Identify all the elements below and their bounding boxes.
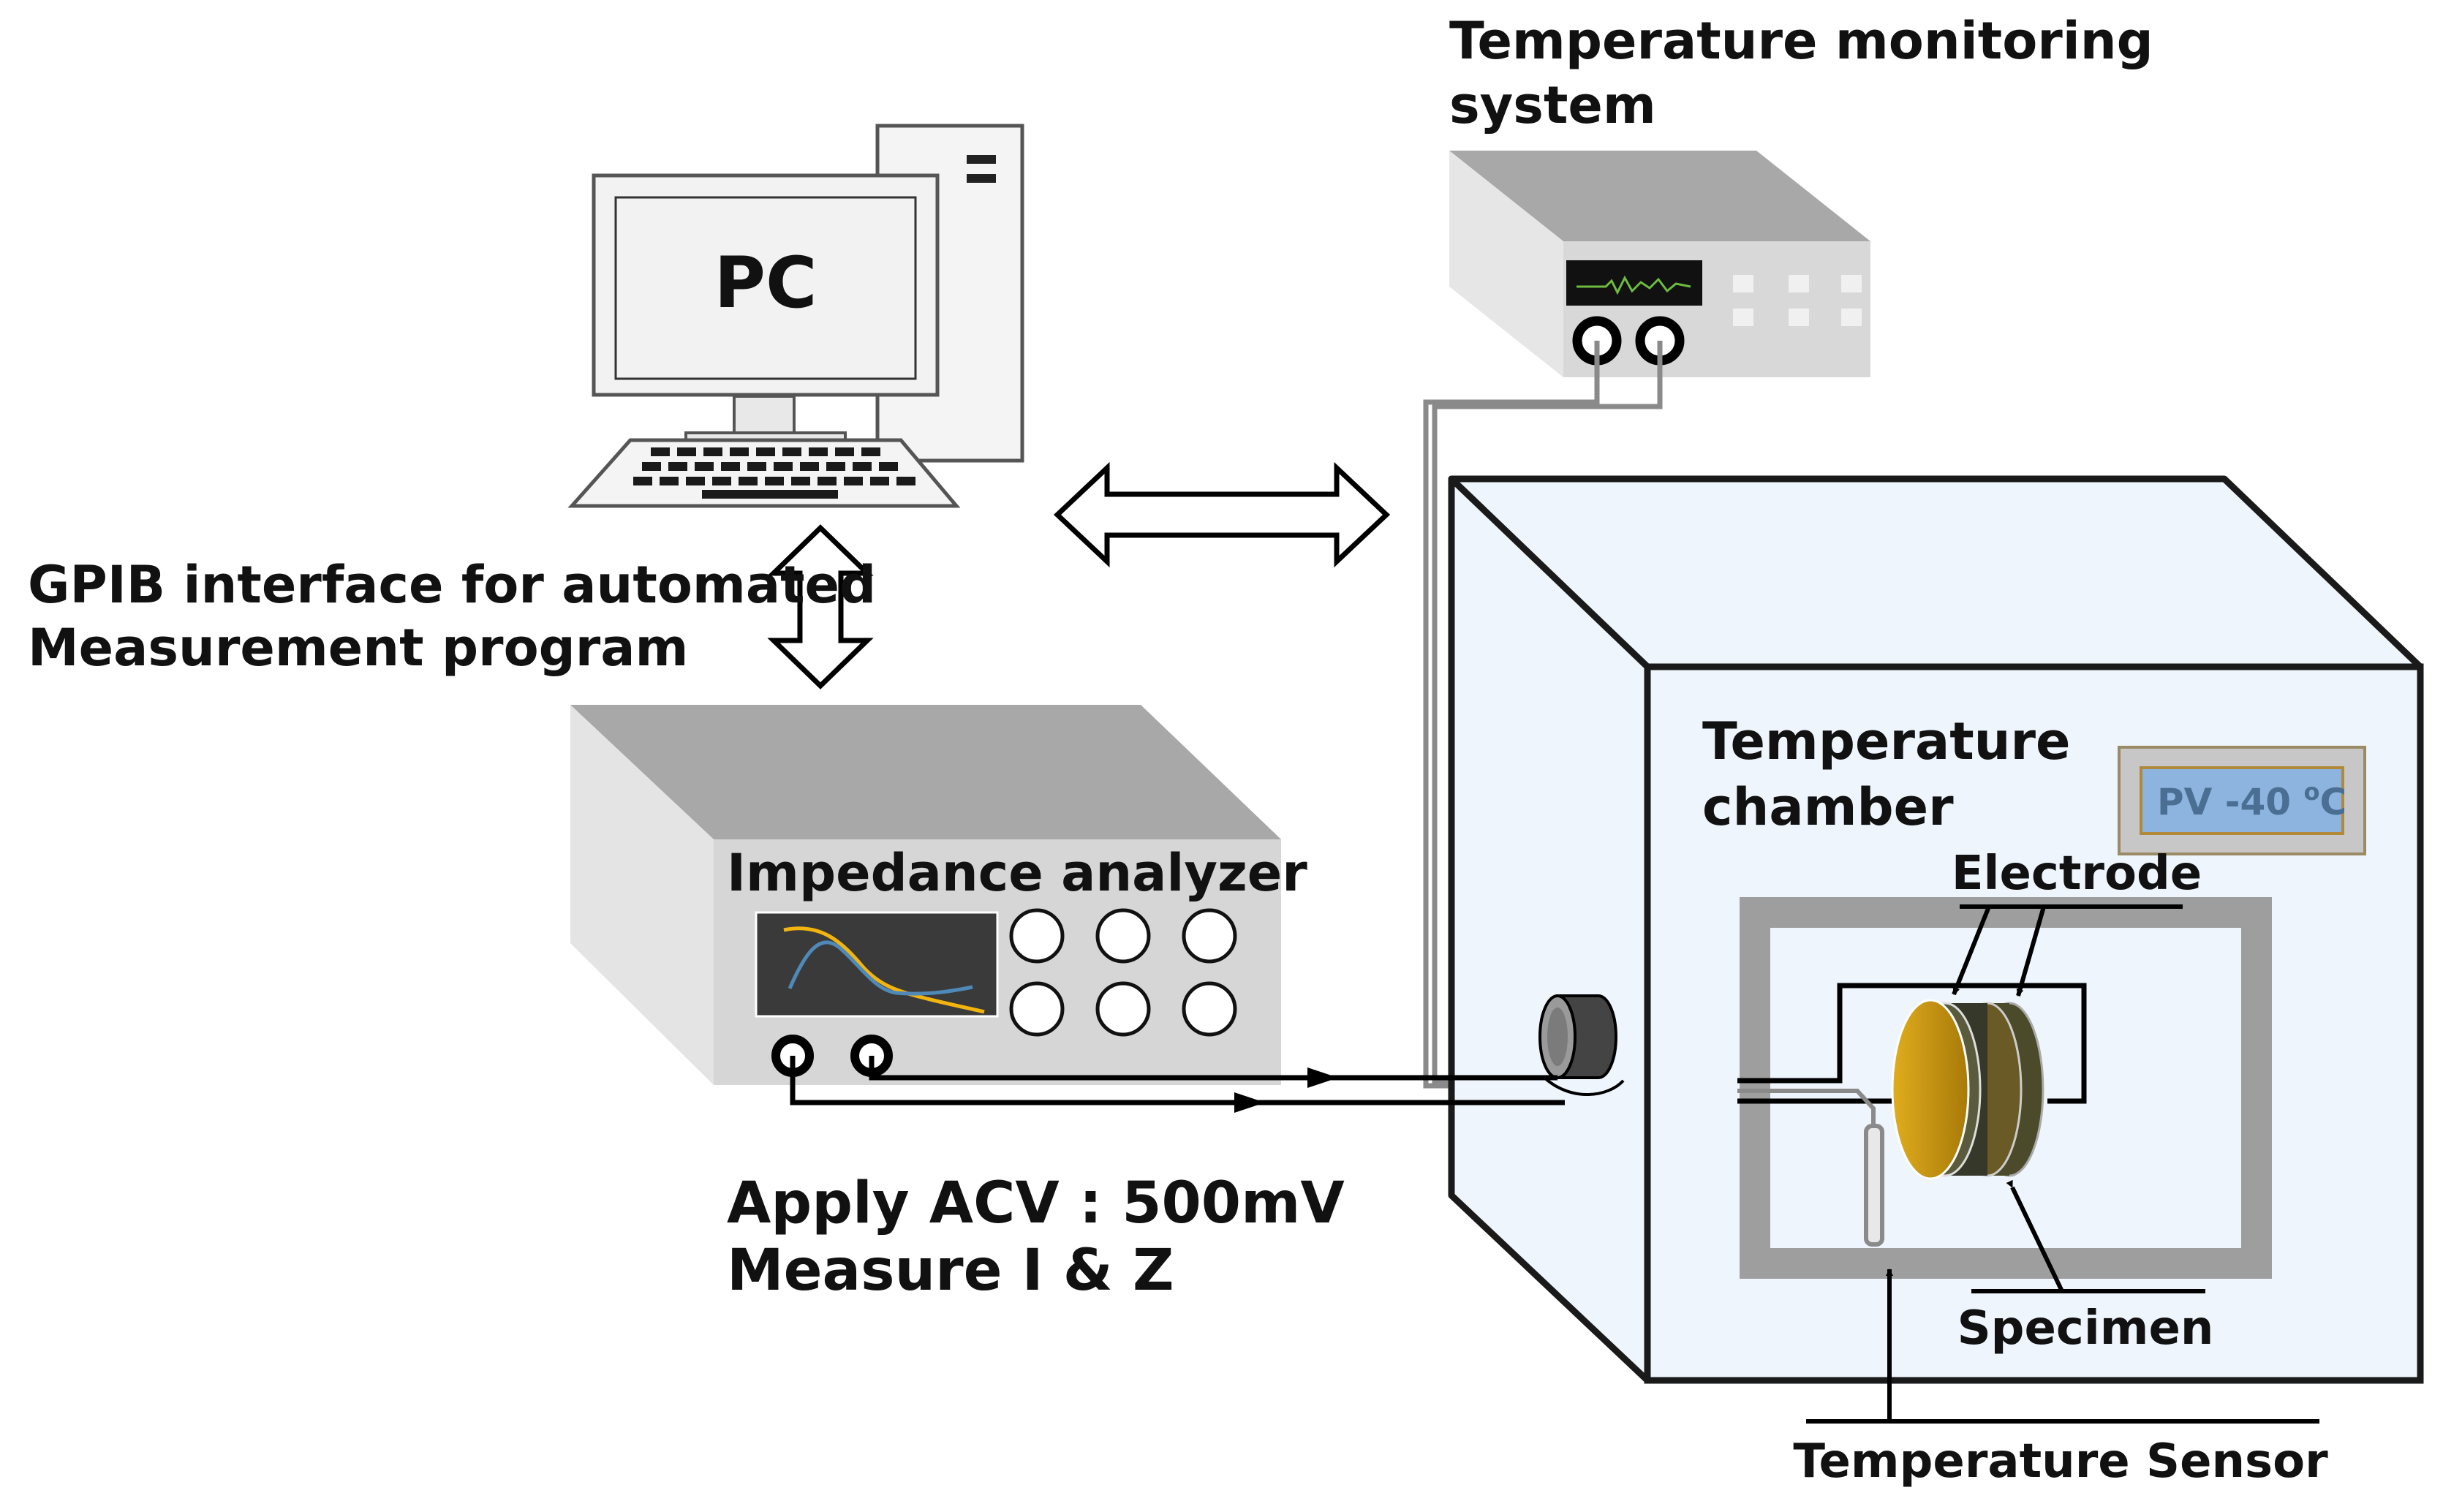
electrode-callout: Electrode [1952, 847, 2202, 997]
horizontal-double-arrow [1053, 461, 1391, 568]
temperature-sensor-callout: Temperature Sensor [1793, 1269, 2328, 1489]
monitor-keys [1733, 275, 1862, 326]
analyzer-curve-yellow [783, 926, 985, 1014]
specimen-label: Specimen [1957, 1301, 2214, 1356]
pc-computer: PC [567, 124, 1024, 508]
apply-label-line2: Measure I & Z [727, 1238, 1174, 1304]
temperature-sensor-probe [1737, 1089, 1884, 1247]
pc-keyboard [567, 438, 961, 508]
gpib-label-line1: GPIB interface for automated [28, 555, 876, 615]
chamber-display [2140, 766, 2344, 835]
monitor-label-line2: system [1449, 75, 1656, 135]
pc-label: PC [714, 242, 818, 324]
specimen-callout: Specimen [1957, 1179, 2214, 1356]
chamber-label-line1: Temperature [1702, 711, 2071, 771]
gpib-label-line2: Measurement program [28, 618, 688, 678]
specimen [1891, 999, 2044, 1180]
feedthrough-connector [1538, 994, 1625, 1096]
apply-label-line1: Apply ACV : 500mV [727, 1171, 1345, 1236]
cable-arrow-1 [1307, 1067, 1338, 1088]
impedance-analyzer: Impedance analyzer [570, 705, 1307, 1085]
analyzer-label: Impedance analyzer [727, 843, 1307, 903]
monitor-label-line1: Temperature monitoring [1449, 11, 2153, 71]
temperature-sensor-label: Temperature Sensor [1793, 1434, 2328, 1489]
temperature-chamber: Temperature chamber PV -40 oC [1448, 475, 2424, 1384]
chamber-display-reading: PV -40 oC [2157, 778, 2346, 823]
electrode-disc [1891, 999, 1970, 1180]
analyzer-curve-blue [788, 940, 973, 996]
sample-holder-frame [1740, 897, 2272, 1279]
chamber-label-line2: chamber [1702, 777, 1954, 837]
monitor-screen [1566, 260, 1702, 306]
monitor-trace [1577, 275, 1691, 295]
vertical-double-arrow [767, 524, 874, 689]
analyzer-knobs [1009, 908, 1237, 1037]
electrode-label: Electrode [1952, 847, 2202, 901]
chamber-display-degree: o [2304, 778, 2320, 806]
cable-arrow-2 [1234, 1092, 1265, 1113]
temperature-monitoring-system: Temperature monitoring system [1449, 11, 2153, 377]
chamber-display-unit: C [2319, 781, 2346, 823]
chamber-display-value: PV -40 [2157, 781, 2304, 823]
keyboard-keys [633, 447, 915, 499]
